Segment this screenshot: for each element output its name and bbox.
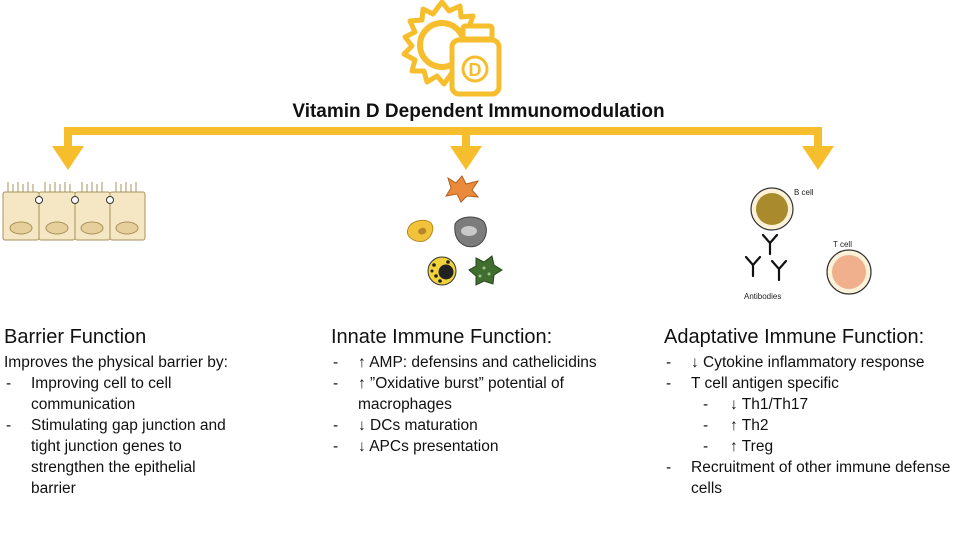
adaptive-immune-list: ↓ Cytokine inflammatory response T cell …	[664, 352, 954, 394]
sub-list-item: ↑ Treg	[664, 436, 954, 457]
innate-immune-list: ↑ AMP: defensins and cathelicidins ↑ ”Ox…	[331, 352, 641, 457]
sub-list-item: ↑ Th2	[664, 415, 954, 436]
sun-rays-icon	[401, 0, 483, 87]
list-item: Recruitment of other immune defense cell…	[664, 457, 954, 499]
barrier-function-intro: Improves the physical barrier by:	[4, 354, 228, 371]
bottle-cap-icon	[460, 23, 495, 42]
list-item: ↓ Cytokine inflammatory response	[664, 352, 954, 373]
adaptive-immune-column: Adaptative Immune Function: ↓ Cytokine i…	[664, 326, 954, 499]
list-item: Improving cell to cell communication	[4, 373, 236, 415]
list-item: ↓ DCs maturation	[331, 415, 641, 436]
list-item: Stimulating gap junction and tight junct…	[4, 415, 236, 499]
branch-arrows	[52, 127, 834, 170]
list-item: ↑ AMP: defensins and cathelicidins	[331, 352, 641, 373]
adaptive-immune-heading: Adaptative Immune Function:	[664, 326, 925, 348]
t-cell-label: T cell	[833, 240, 852, 249]
barrier-function-heading: Barrier Function	[4, 326, 147, 348]
innate-immune-column: Innate Immune Function: ↑ AMP: defensins…	[331, 326, 641, 457]
adaptive-immune-cells-icon	[744, 187, 872, 295]
vitamin-d-letter: D	[469, 60, 482, 80]
antibody-icon	[744, 233, 788, 282]
nk-cell-icon	[468, 255, 503, 286]
bottle-body-icon	[449, 37, 502, 97]
vitamin-d-logo-icon: D	[401, 0, 502, 97]
b-cell-label: B cell	[794, 188, 814, 197]
epithelial-cells-icon	[2, 182, 146, 241]
sub-list-item: ↓ Th1/Th17	[664, 394, 954, 415]
list-item: ↑ ”Oxidative burst” potential of macroph…	[331, 373, 641, 415]
innate-immune-cells-icon	[406, 175, 503, 286]
adaptive-immune-list-continued: Recruitment of other immune defense cell…	[664, 457, 954, 499]
antibodies-label: Antibodies	[744, 292, 782, 301]
diagram-title: Vitamin D Dependent Immunomodulation	[292, 101, 665, 122]
barrier-function-column: Barrier Function Improves the physical b…	[4, 326, 236, 499]
arrow-left-icon	[52, 146, 84, 170]
arrow-right-icon	[802, 146, 834, 170]
barrier-function-list: Improving cell to cell communication Sti…	[4, 373, 236, 499]
dendritic-cell-icon	[444, 175, 480, 203]
t-cell-sub-list: ↓ Th1/Th17 ↑ Th2 ↑ Treg	[664, 394, 954, 457]
innate-immune-heading: Innate Immune Function:	[331, 326, 553, 348]
arrow-center-icon	[450, 146, 482, 170]
list-item: T cell antigen specific	[664, 373, 954, 394]
list-item: ↓ APCs presentation	[331, 436, 641, 457]
